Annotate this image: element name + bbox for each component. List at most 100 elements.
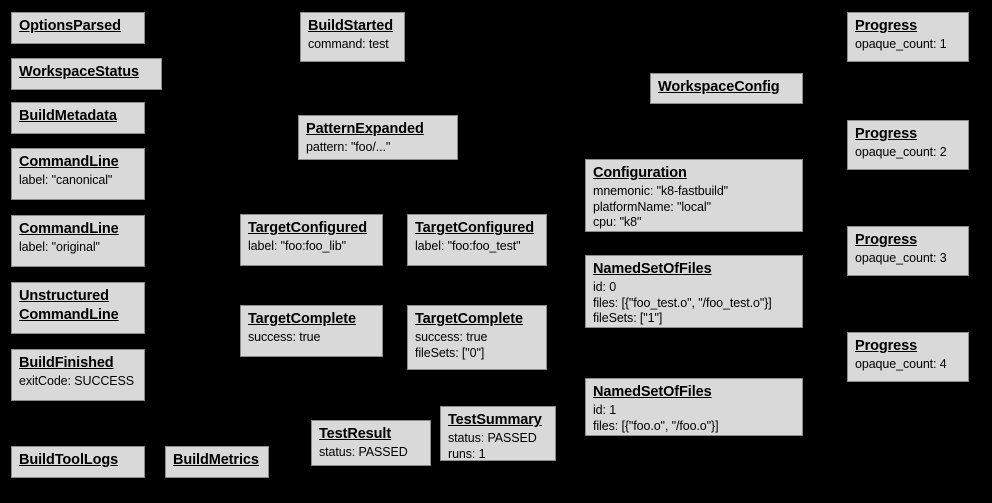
event-node-field: cpu: "k8" [593,215,642,230]
event-node-field: status: PASSED [448,430,537,445]
event-node-title-line: Progress [855,338,918,354]
event-node-field: label: "foo:foo_lib" [248,238,346,253]
event-node-target-configured-foo-test[interactable]: TargetConfigured label: "foo:foo_test" [407,214,547,266]
event-node-progress-2[interactable]: Progress opaque_count: 2 [847,120,969,170]
event-node-workspace-config[interactable]: WorkspaceConfig [650,73,803,104]
event-node-title-line: Configuration [593,165,687,181]
event-node-title-line: WorkspaceStatus [19,64,139,80]
event-node-target-complete-foo-lib[interactable]: TargetComplete success: true [240,305,383,357]
event-node-title: BuildMetrics [173,451,261,470]
event-node-field: runs: 1 [448,446,486,461]
event-node-field: exitCode: SUCCESS [19,373,135,388]
event-node-title: Progress [855,231,961,250]
event-node-build-metadata[interactable]: BuildMetadata [11,102,145,134]
event-node-field: opaque_count: 1 [855,36,947,51]
event-node-field: platformName: "local" [593,199,711,214]
event-node-field: id: 0 [593,279,617,294]
event-node-field: fileSets: ["0"] [415,345,485,360]
event-node-field: label: "canonical" [19,172,113,187]
event-node-title-line: TestResult [319,426,392,442]
event-node-title-line: PatternExpanded [306,121,424,137]
event-node-command-line-canonical[interactable]: CommandLine label: "canonical" [11,148,145,200]
event-node-title-line: WorkspaceConfig [658,79,780,95]
event-node-build-started[interactable]: BuildStarted command: test [300,12,405,62]
event-node-field: opaque_count: 2 [855,144,947,159]
event-node-field: success: true [415,329,488,344]
event-node-title: TargetConfigured [415,219,539,238]
event-node-title-line: TestSummary [448,412,542,428]
event-node-title-line: BuildMetrics [173,452,259,468]
event-node-build-finished[interactable]: BuildFinished exitCode: SUCCESS [11,349,145,401]
event-node-title: Progress [855,17,961,36]
event-node-field: label: "original" [19,239,100,254]
event-node-field: fileSets: ["1"] [593,311,663,326]
event-node-title: WorkspaceStatus [19,63,154,82]
event-node-title-line: TargetConfigured [248,220,367,236]
event-node-test-result[interactable]: TestResult status: PASSED [311,420,431,466]
event-node-title-line: Progress [855,126,918,142]
event-node-title: WorkspaceConfig [658,78,795,97]
event-node-title-line: CommandLine [19,306,119,323]
event-node-build-metrics[interactable]: BuildMetrics [165,446,269,478]
event-node-title-line: BuildFinished [19,355,114,371]
event-node-command-line-original[interactable]: CommandLine label: "original" [11,215,145,267]
event-node-title: TestSummary [448,411,548,430]
event-node-title: PatternExpanded [306,120,450,139]
event-node-field: opaque_count: 4 [855,356,947,371]
event-node-title: BuildFinished [19,354,137,373]
event-node-title: TargetComplete [248,310,375,329]
event-node-title-line: BuildMetadata [19,108,117,124]
event-node-title-line: Unstructured [19,288,109,304]
event-node-field: label: "foo:foo_test" [415,238,521,253]
event-node-title: Progress [855,337,961,356]
event-node-target-configured-foo-lib[interactable]: TargetConfigured label: "foo:foo_lib" [240,214,383,266]
event-node-configuration[interactable]: Configuration mnemonic: "k8-fastbuild"pla… [585,159,803,232]
event-node-title: TargetComplete [415,310,539,329]
event-node-field: id: 1 [593,402,617,417]
event-node-field: files: [{"foo.o", "/foo.o"}] [593,418,719,433]
event-node-title: TargetConfigured [248,219,375,238]
event-node-title: Progress [855,125,961,144]
event-node-field: pattern: "foo/..." [306,139,391,154]
event-node-title-line: NamedSetOfFiles [593,384,712,400]
event-node-title-line: CommandLine [19,154,119,170]
event-node-title-line: BuildToolLogs [19,452,119,468]
event-node-field: status: PASSED [319,444,408,459]
event-node-title-line: TargetComplete [248,311,356,327]
event-node-title-line: NamedSetOfFiles [593,261,712,277]
event-node-title: NamedSetOfFiles [593,260,795,279]
event-node-workspace-status[interactable]: WorkspaceStatus [11,58,162,90]
event-node-options-parsed[interactable]: OptionsParsed [11,12,145,44]
event-node-progress-4[interactable]: Progress opaque_count: 4 [847,332,969,382]
event-node-build-tool-logs[interactable]: BuildToolLogs [11,446,145,478]
event-node-field: mnemonic: "k8-fastbuild" [593,183,729,198]
event-node-title-line: BuildStarted [308,18,394,34]
event-node-title: BuildStarted [308,17,397,36]
event-node-title: CommandLine [19,153,137,172]
event-node-title: BuildMetadata [19,107,137,126]
event-node-title: Configuration [593,164,795,183]
event-node-title-line: TargetConfigured [415,220,534,236]
event-node-title: NamedSetOfFiles [593,383,795,402]
event-node-title-line: Progress [855,232,918,248]
event-node-title: TestResult [319,425,423,444]
event-node-field: command: test [308,36,389,51]
event-node-pattern-expanded[interactable]: PatternExpanded pattern: "foo/..." [298,115,458,160]
event-node-field: success: true [248,329,321,344]
event-node-title: BuildToolLogs [19,451,137,470]
event-node-title: OptionsParsed [19,17,137,36]
event-node-progress-1[interactable]: Progress opaque_count: 1 [847,12,969,62]
event-node-title-line: Progress [855,18,918,34]
event-node-title: CommandLine [19,220,137,239]
event-node-title-line: TargetComplete [415,311,523,327]
event-node-title-line: OptionsParsed [19,18,121,34]
event-node-title-line: CommandLine [19,221,119,237]
